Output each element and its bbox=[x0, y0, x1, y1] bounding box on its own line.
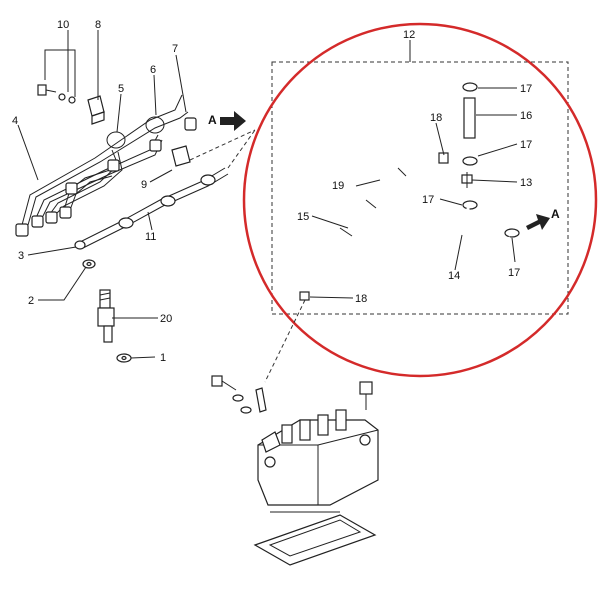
callout-17-a: 17 bbox=[520, 83, 532, 95]
callout-4: 4 bbox=[12, 115, 18, 127]
clamp-9 bbox=[171, 145, 191, 167]
leader-lines bbox=[17, 30, 518, 359]
arrow-a-right bbox=[526, 214, 550, 230]
injection-pump bbox=[211, 375, 379, 566]
callout-6: 6 bbox=[150, 64, 156, 76]
arrow-label-left: A bbox=[208, 113, 217, 127]
clamp-8 bbox=[87, 95, 105, 125]
callout-7: 7 bbox=[172, 43, 178, 55]
washer-1 bbox=[116, 353, 132, 363]
callout-13: 13 bbox=[520, 177, 532, 189]
washer-2 bbox=[82, 259, 96, 269]
clip-17-c bbox=[462, 200, 478, 210]
callout-19: 19 bbox=[332, 180, 344, 192]
clip-17-b bbox=[462, 156, 478, 166]
highlight-circle bbox=[242, 22, 598, 378]
callout-17-c: 17 bbox=[422, 194, 434, 206]
callout-8: 8 bbox=[95, 19, 101, 31]
clip-17-a bbox=[462, 82, 478, 92]
clamp-18-lower bbox=[299, 291, 310, 301]
callout-17-d: 17 bbox=[508, 267, 520, 279]
callout-12: 12 bbox=[403, 29, 415, 41]
callout-18-b: 18 bbox=[355, 293, 367, 305]
nut-3 bbox=[74, 240, 86, 250]
callout-18-a: 18 bbox=[430, 112, 442, 124]
leak-off-pipe-11 bbox=[79, 129, 256, 249]
callout-9: 9 bbox=[141, 179, 147, 191]
hose-16 bbox=[463, 97, 476, 139]
callout-11: 11 bbox=[145, 231, 156, 243]
callout-17-b: 17 bbox=[520, 139, 532, 151]
callout-16: 16 bbox=[520, 110, 532, 122]
injection-pipes-assembly bbox=[15, 94, 197, 237]
callout-5: 5 bbox=[118, 83, 124, 95]
arrow-label-right: A bbox=[551, 207, 560, 221]
detail-box bbox=[271, 61, 569, 315]
callout-15: 15 bbox=[297, 211, 309, 223]
callout-3: 3 bbox=[18, 250, 24, 262]
clip-17-d bbox=[504, 228, 520, 238]
bolt-washers-10 bbox=[37, 84, 76, 104]
injector-nozzle-20 bbox=[97, 289, 115, 343]
callout-14: 14 bbox=[448, 270, 460, 282]
callout-20: 20 bbox=[160, 313, 172, 325]
callout-10: 10 bbox=[57, 19, 69, 31]
callout-1: 1 bbox=[160, 352, 166, 364]
fuel-return-assembly: A bbox=[299, 82, 560, 301]
link-dash bbox=[264, 299, 306, 383]
arrow-a-left: A bbox=[208, 111, 246, 131]
callout-2: 2 bbox=[28, 295, 34, 307]
callout-labels: 10 8 7 6 5 4 9 3 11 2 20 1 12 17 16 18 1… bbox=[12, 19, 532, 364]
